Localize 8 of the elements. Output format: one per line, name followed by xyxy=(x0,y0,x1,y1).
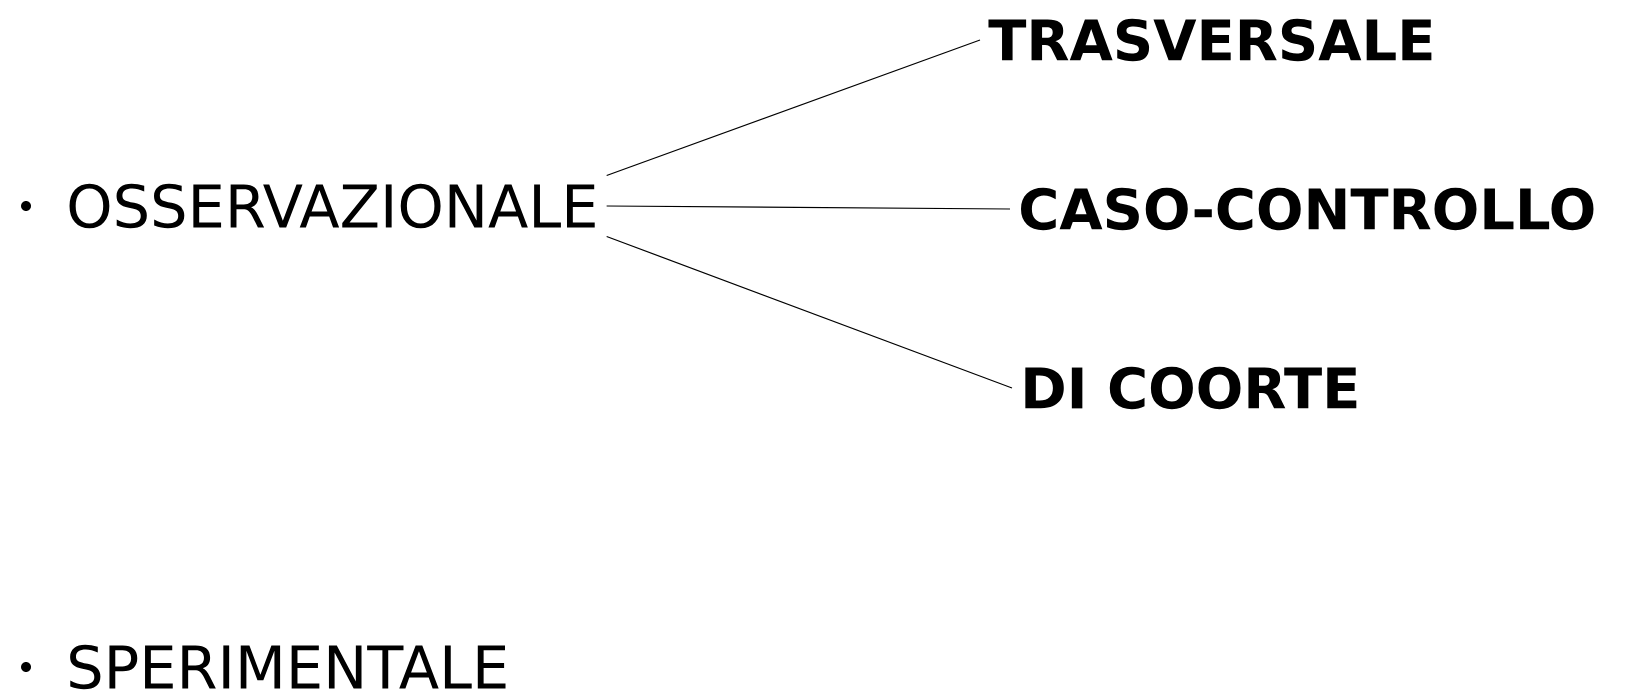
category-text: OSSERVAZIONALE xyxy=(69,183,595,229)
connector-line xyxy=(606,39,981,177)
connector-line xyxy=(606,205,1011,210)
category-text: SPERIMENTALE xyxy=(70,644,506,690)
category-text: DI COORTE xyxy=(1025,366,1357,410)
category-text: CASO-CONTROLLO xyxy=(1021,187,1594,231)
connector-line xyxy=(606,235,1013,389)
category-text: TRASVERSALE xyxy=(988,18,1432,62)
